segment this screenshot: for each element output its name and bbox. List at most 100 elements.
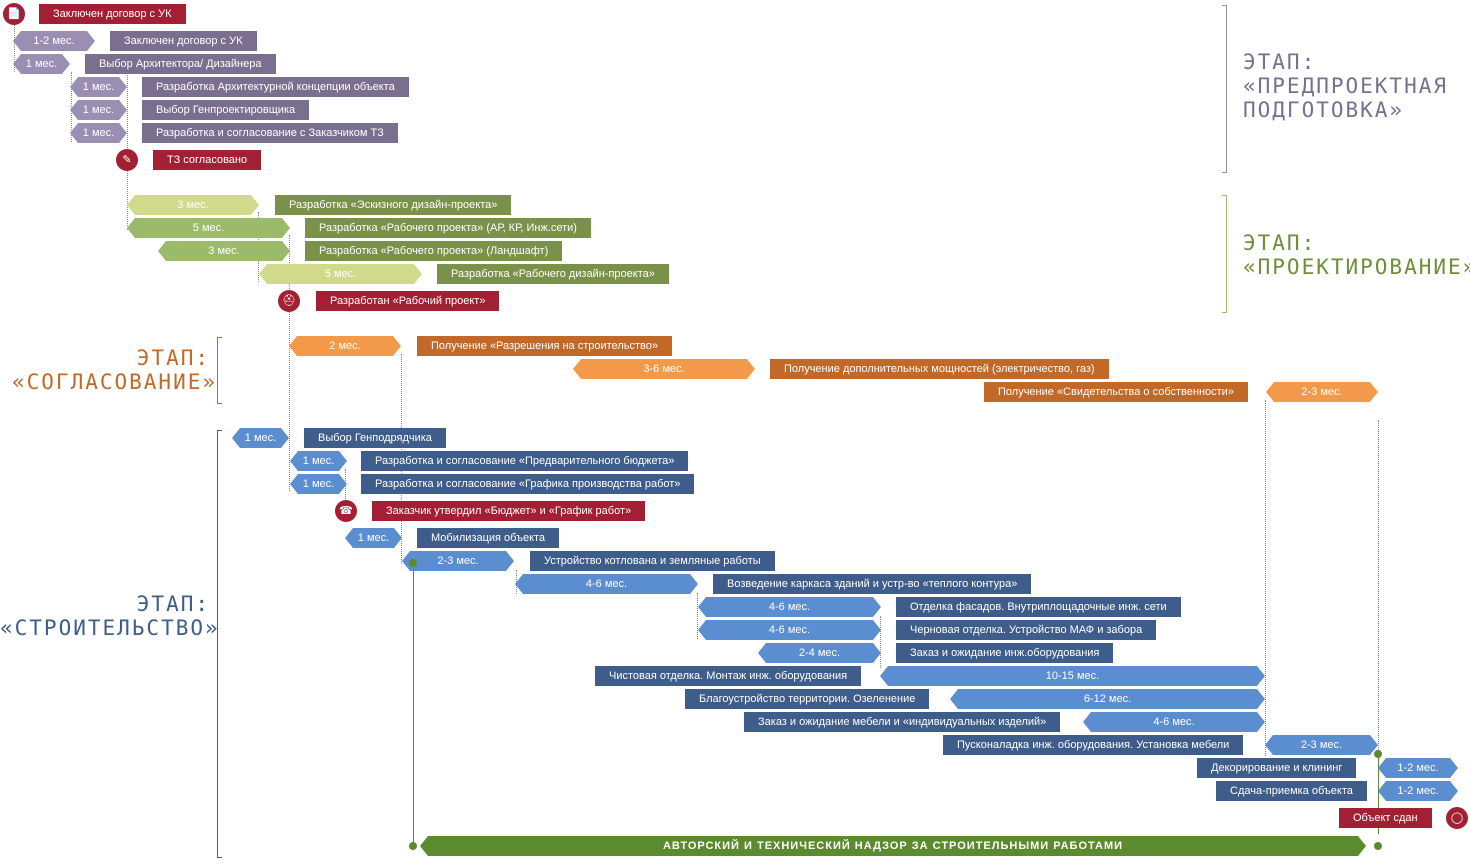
milestone-object-delivered: Объект сдан (1339, 808, 1432, 828)
task-bar: Разработка «Рабочего дизайн-проекта» (437, 264, 669, 284)
milestone-budget-approved: Заказчик утвердил «Бюджет» и «График раб… (372, 501, 646, 521)
connector-line (880, 616, 881, 668)
architect-icon: ⛑ (278, 290, 300, 312)
duration-bar: 6-12 мес. (950, 689, 1265, 709)
task-bar: Мобилизация объекта (417, 528, 560, 548)
task-bar: Выбор Генпроектировщика (142, 100, 310, 120)
connector-line (1378, 420, 1379, 824)
task-bar: Разработка «Рабочего проекта» (АР, КР, И… (305, 218, 591, 238)
stage-bracket-prep (1222, 5, 1227, 173)
supervision-line (413, 563, 414, 846)
connector-line (697, 593, 698, 639)
duration-bar: 2 мес. (289, 336, 401, 356)
task-bar: Разработка и согласование «Предварительн… (361, 451, 689, 471)
task-bar: Разработка и согласование «Графика произ… (361, 474, 695, 494)
connector-line (1265, 400, 1266, 756)
duration-bar: 1 мес. (290, 474, 347, 494)
duration-bar: 2-3 мес. (402, 551, 514, 571)
duration-bar: 5 мес. (127, 218, 290, 238)
duration-bar: 1 мес. (232, 428, 289, 448)
supervision-dot (1374, 750, 1382, 758)
stage-name: «СОГЛАСОВАНИЕ» (12, 370, 218, 394)
stage-name-line1: «ПРЕДПРОЕКТНАЯ (1243, 74, 1449, 98)
task-bar: Отделка фасадов. Внутриплощадочные инж. … (896, 597, 1181, 617)
handshake-icon: ☎ (335, 500, 357, 522)
duration-bar: 2-3 мес. (1266, 382, 1378, 402)
milestone-spec-approved: ТЗ согласовано (153, 150, 262, 170)
duration-bar: 4-6 мес. (698, 620, 881, 640)
duration-bar: 1 мес. (70, 77, 127, 97)
duration-bar: 1 мес. (70, 100, 127, 120)
supervision-dot (1374, 842, 1382, 850)
connector-line (71, 72, 72, 142)
milestone-contract: Заключен договор с УК (39, 4, 186, 24)
duration-bar: 4-6 мес. (515, 574, 698, 594)
connector-line (14, 22, 15, 72)
connector-line (289, 311, 290, 491)
duration-bar: 1 мес. (13, 54, 70, 74)
stage-bracket-approval (217, 337, 222, 404)
stage-word: ЭТАП: (1243, 231, 1317, 255)
supervision-bar: АВТОРСКИЙ И ТЕХНИЧЕСКИЙ НАДЗОР ЗА СТРОИТ… (420, 836, 1366, 856)
duration-bar: 3-6 мес. (573, 359, 755, 379)
stage-bracket-build (217, 430, 222, 858)
stage-title-approval: ЭТАП: «СОГЛАСОВАНИЕ» (12, 346, 218, 394)
duration-bar: 2-4 мес. (758, 643, 881, 663)
task-bar: Заказ и ожидание инж.оборудования (896, 643, 1114, 663)
stage-word: ЭТАП: (1243, 50, 1317, 74)
duration-bar: 10-15 мес. (880, 666, 1265, 686)
task-bar: Получение «Свидетельства о собственности… (984, 382, 1248, 402)
duration-bar: 3 мес. (127, 195, 259, 215)
duration-bar: 1-2 мес. (1378, 781, 1458, 801)
task-bar: Выбор Архитектора/ Дизайнера (85, 54, 276, 74)
task-bar: Получение дополнительных мощностей (элек… (770, 359, 1109, 379)
duration-bar: 5 мес. (259, 264, 422, 284)
task-bar: Сдача-приемка объекта (1216, 781, 1367, 801)
duration-bar: 1-2 мес. (1378, 758, 1458, 778)
duration-bar: 3 мес. (158, 241, 290, 261)
task-bar: Получение «Разрешения на строительство» (417, 336, 672, 356)
stage-name: «ПРОЕКТИРОВАНИЕ» (1243, 255, 1470, 279)
task-bar: Устройство котлована и земляные работы (530, 551, 775, 571)
duration-bar: 1 мес. (345, 528, 402, 548)
supervision-dot (409, 559, 417, 567)
task-bar: Чистовая отделка. Монтаж инж. оборудован… (595, 666, 862, 686)
lightbulb-icon: ◯ (1446, 807, 1468, 829)
duration-bar: 4-6 мес. (1083, 712, 1265, 732)
duration-bar: 1 мес. (290, 451, 347, 471)
stage-title-design: ЭТАП: «ПРОЕКТИРОВАНИЕ» (1243, 231, 1470, 279)
signed-document-icon: ✎ (116, 149, 138, 171)
task-bar: Декорирование и клининг (1197, 758, 1357, 778)
task-bar: Заказ и ожидание мебели и «индивидуальны… (744, 712, 1061, 732)
stage-word: ЭТАП: (136, 592, 210, 616)
stage-title-build: ЭТАП: «СТРОИТЕЛЬСТВО» (0, 592, 220, 640)
stage-bracket-design (1222, 195, 1227, 313)
connector-line (1378, 754, 1379, 834)
supervision-dot (409, 842, 417, 850)
connector-line (127, 72, 128, 158)
task-bar: Заключен договор с УК (110, 31, 257, 51)
stage-name-line2: ПОДГОТОВКА» (1243, 98, 1405, 122)
task-bar: Черновая отделка. Устройство МАФ и забор… (896, 620, 1157, 640)
task-bar: Выбор Генподрядчика (304, 428, 446, 448)
task-bar: Разработка Архитектурной концепции объек… (142, 77, 409, 97)
task-bar: Благоустройство территории. Озеленение (685, 689, 930, 709)
connector-line (127, 170, 128, 230)
duration-bar: 2-3 мес. (1265, 735, 1378, 755)
milestone-project-done: Разработан «Рабочий проект» (316, 291, 500, 311)
duration-bar: 4-6 мес. (698, 597, 881, 617)
stage-word: ЭТАП: (136, 346, 210, 370)
task-bar: Разработка «Рабочего проекта» (Ландшафт) (305, 241, 563, 261)
stage-title-prep: ЭТАП: «ПРЕДПРОЕКТНАЯ ПОДГОТОВКА» (1243, 50, 1448, 122)
duration-bar: 1 мес. (70, 123, 127, 143)
duration-bar: 1-2 мес. (13, 31, 95, 51)
connector-line (516, 570, 517, 594)
task-bar: Пусконаладка инж. оборудования. Установк… (943, 735, 1244, 755)
document-icon: 📄 (3, 3, 25, 25)
task-bar: Разработка «Эскизного дизайн-проекта» (275, 195, 512, 215)
connector-line (289, 235, 290, 291)
stage-name: «СТРОИТЕЛЬСТВО» (0, 616, 220, 640)
task-bar: Возведение каркаса зданий и устр-во «теп… (713, 574, 1032, 594)
task-bar: Разработка и согласование с Заказчиком Т… (142, 123, 398, 143)
